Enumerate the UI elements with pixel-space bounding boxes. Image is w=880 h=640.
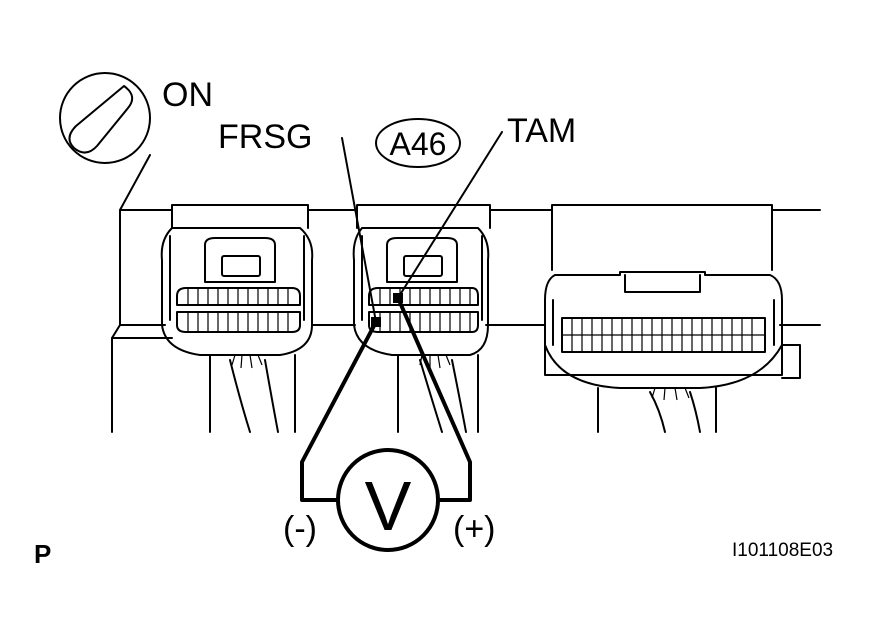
connector-a46: [352, 204, 491, 433]
callout-lines: [341, 131, 503, 323]
connector-label-badge: A46: [375, 118, 461, 168]
corner-label: P: [34, 539, 51, 569]
figure-code: I101108E03: [732, 540, 833, 561]
ignition-label: ON: [162, 76, 213, 114]
voltmeter-icon: V: [336, 448, 440, 552]
pin-label-tam: TAM: [507, 112, 576, 150]
positive-label: (+): [453, 510, 496, 548]
connector-right: [544, 204, 801, 433]
connector-label: A46: [390, 126, 447, 162]
voltmeter-label: V: [365, 467, 412, 545]
connector-left: [160, 204, 314, 433]
pin-label-frsg: FRSG: [218, 118, 312, 156]
negative-label: (-): [283, 510, 317, 548]
ecu-housing: [111, 154, 821, 433]
ignition-switch-icon: [59, 72, 151, 164]
